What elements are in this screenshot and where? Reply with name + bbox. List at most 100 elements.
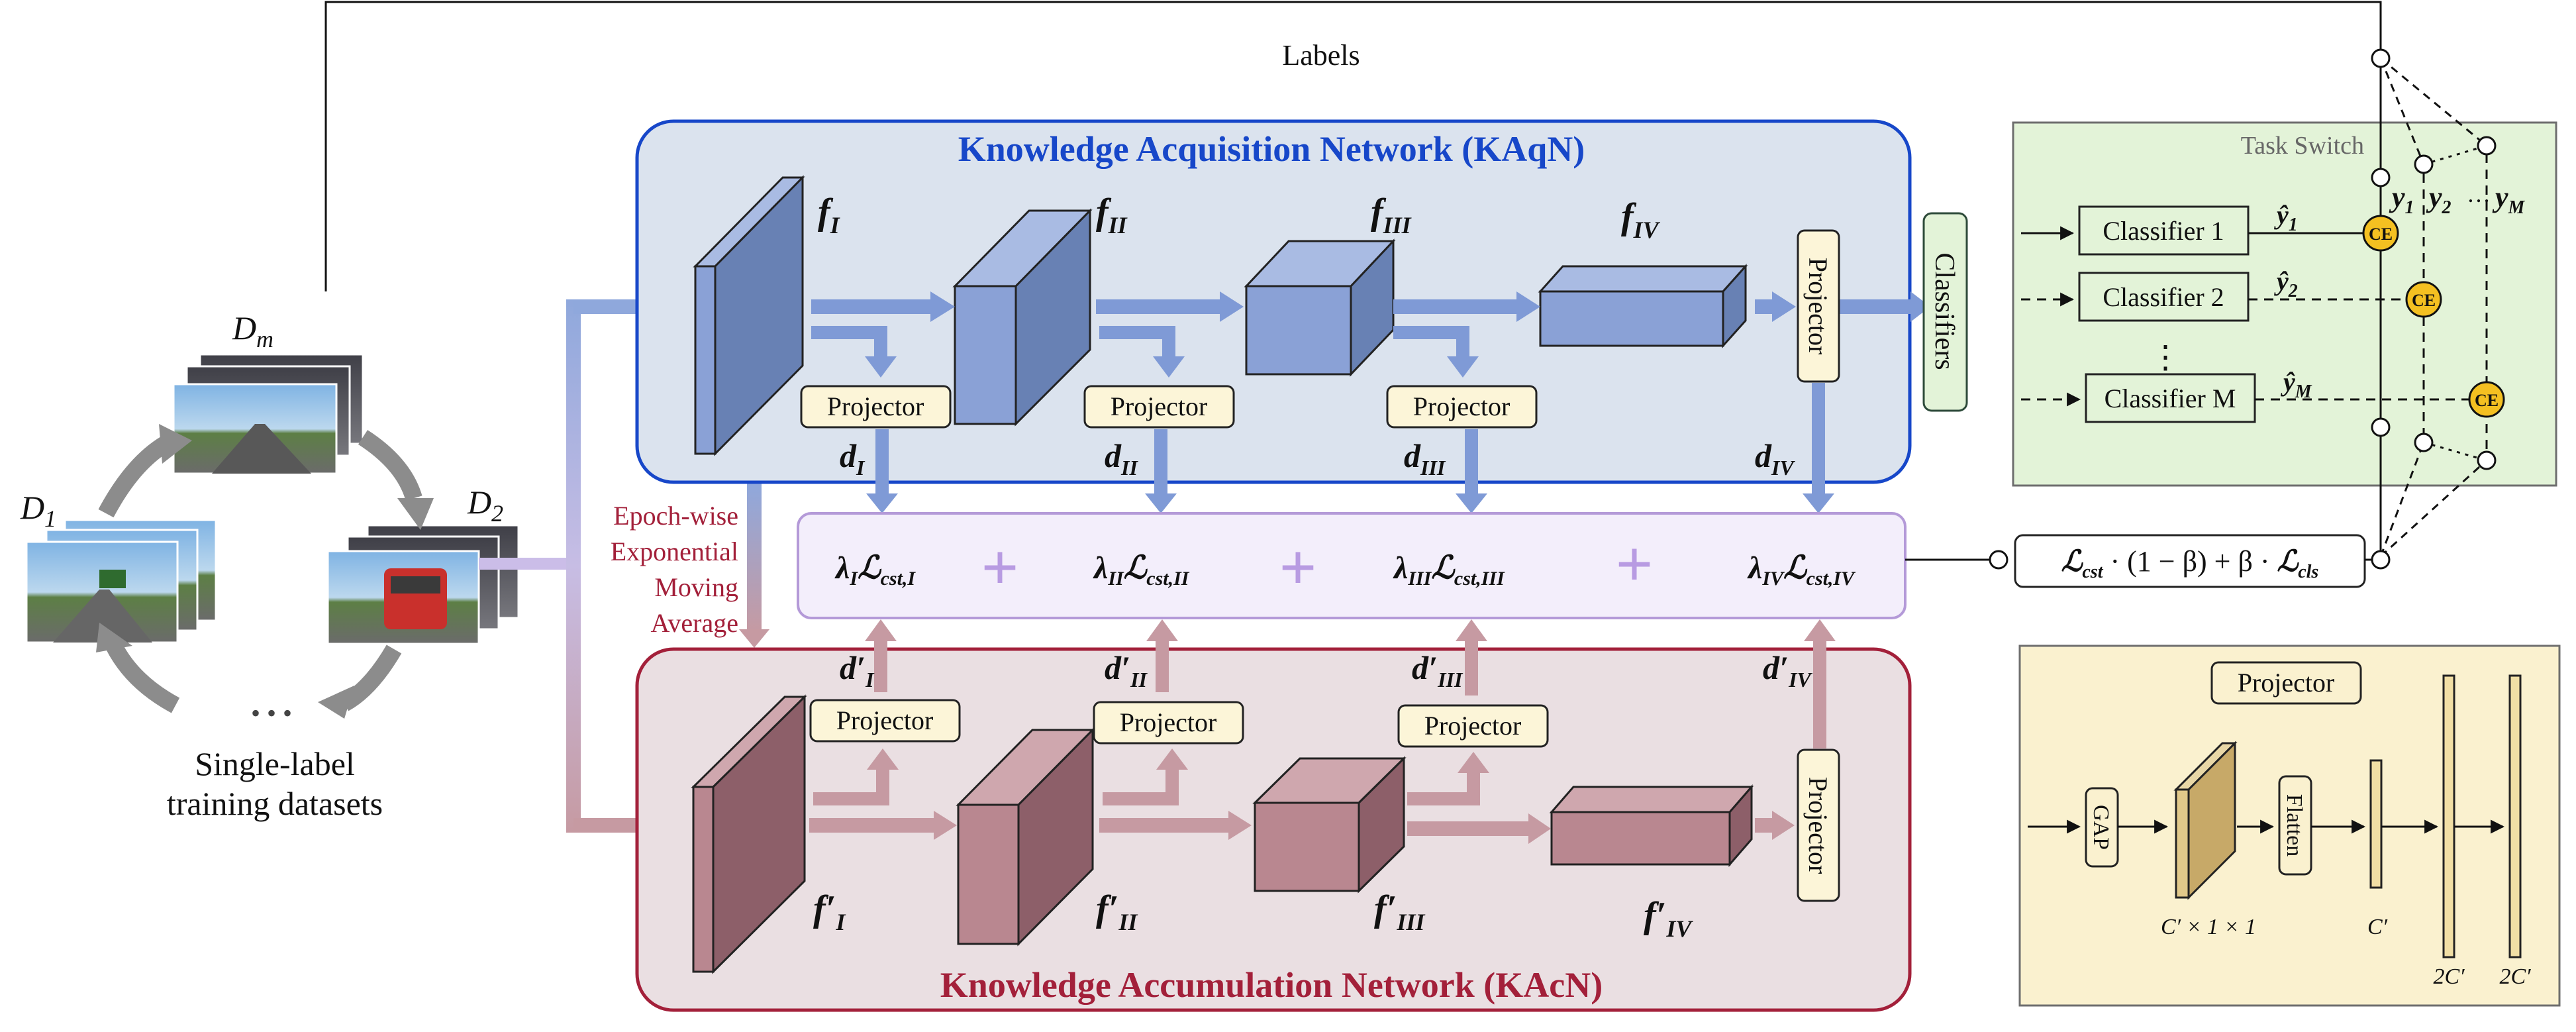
kacn-distill-label-3: d′III [1412, 649, 1463, 692]
kaqn-projector-1: Projector [800, 385, 952, 429]
ema-label: Epoch-wise Exponential Moving Average [611, 501, 738, 638]
ema-arrow [739, 484, 769, 648]
vector-2c-b [2508, 674, 2522, 958]
ce-node-1 [2362, 215, 2399, 252]
dim-label-1: C′ × 1 × 1 [2161, 915, 2256, 939]
total-loss-formula: ℒcst · (1 − β) + β · ℒcls [2061, 545, 2319, 582]
pred-hat-1: ŷ1 [2274, 200, 2298, 235]
kaqn-feature-label-4: fIV [1621, 196, 1661, 243]
classifier-m-label: Classifier M [2105, 384, 2236, 413]
kacn-projector-4-label: Projector [1803, 777, 1833, 874]
loss-box: λIℒcst,I + λIIℒcst,II + λIIIℒcst,III + λ… [797, 512, 1907, 619]
kaqn-to-loss-arrows [866, 383, 1834, 513]
kaqn-projector-2-label: Projector [1111, 391, 1208, 421]
kacn-feature-label-2: f′II [1096, 888, 1138, 935]
kacn-block-1 [691, 694, 807, 974]
ema-line2: Exponential [611, 537, 738, 566]
kacn-title: Knowledge Accumulation Network (KAcN) [940, 965, 1603, 1005]
target-ym: yM [2492, 181, 2526, 218]
loss-plus-2: + [1279, 531, 1317, 604]
ce-label-1: CE [2369, 225, 2393, 244]
projector-feature-block [2173, 741, 2238, 900]
kaqn-projector-4: Projector [1797, 229, 1840, 383]
loss-term-1: λIℒcst,I [834, 550, 916, 590]
dim-label-4: 2C′ [2499, 964, 2531, 989]
vector-c [2369, 759, 2383, 889]
kacn-projector-3-label: Projector [1424, 711, 1522, 741]
kaqn-title: Knowledge Acquisition Network (KAqN) [958, 129, 1585, 169]
kacn-block-3 [1252, 756, 1407, 894]
target-y2: y2 [2426, 181, 2452, 218]
kaqn-distill-label-1: dI [840, 437, 866, 480]
dataset-1-label: D1 [20, 489, 56, 532]
kacn-projector-1-label: Projector [836, 705, 934, 735]
vector-2c-a [2442, 674, 2455, 958]
classifier-row-m: Classifier M ŷM CE [2021, 367, 2505, 423]
kaqn-projector-2: Projector [1083, 385, 1235, 429]
ema-line1: Epoch-wise [613, 501, 738, 531]
loss-plus-1: + [981, 531, 1019, 604]
kacn-flow-arrows [809, 811, 1795, 844]
pred-hat-m: ŷM [2281, 367, 2312, 402]
dataset-m-label: Dm [232, 309, 273, 352]
kacn-projector-1: Projector [809, 699, 961, 743]
dataset-cycle: Dm D1 D2 [20, 309, 520, 822]
loss-connector [1905, 550, 2008, 570]
kacn-block-2 [956, 727, 1095, 947]
kacn-projector-2: Projector [1093, 701, 1244, 745]
classifier-2-label: Classifier 2 [2103, 282, 2224, 312]
task-switch-panel: Task Switch y1 y2 … yM [2012, 48, 2557, 570]
ce-node-2 [2405, 281, 2442, 318]
dim-label-3: 2C′ [2433, 964, 2465, 989]
kacn-distill-label-1: d′I [840, 649, 875, 692]
dataset-m-image-stack [172, 353, 364, 475]
cycle-ellipsis: • • • [251, 698, 292, 728]
classifier-row-1: Classifier 1 ŷ1 CE [2021, 200, 2399, 256]
classifiers-box: Classifiers [1922, 212, 1968, 412]
loss-plus-3: + [1616, 527, 1654, 601]
target-y1: y1 [2389, 181, 2414, 218]
pred-hat-2: ŷ2 [2274, 266, 2298, 301]
cycle-arrowheads [96, 424, 434, 719]
kacn-projector-3: Projector [1397, 704, 1549, 748]
gap-label: GAP [2089, 805, 2113, 850]
flatten-label: Flatten [2282, 794, 2306, 856]
loss-term-3: λIIIℒcst,III [1393, 550, 1505, 590]
ema-line4: Average [651, 608, 739, 638]
kaqn-projector-3: Projector [1386, 385, 1538, 429]
kacn-feature-label-1: f′I [813, 888, 846, 935]
kaqn-block-1 [693, 175, 805, 456]
kacn-branch-arrows [813, 748, 1489, 805]
loss-term-2: λIIℒcst,II [1093, 550, 1190, 590]
dataset-2-label: D2 [467, 484, 503, 527]
kacn-projector-2-label: Projector [1120, 707, 1217, 737]
kaqn-projector-4-label: Projector [1803, 258, 1833, 355]
ema-line3: Moving [654, 572, 738, 602]
target-sep: … [2467, 181, 2491, 207]
loss-term-4: λIVℒcst,IV [1747, 550, 1856, 590]
kaqn-distill-label-4: dIV [1755, 437, 1795, 480]
kacn-feature-label-4: f′IV [1644, 895, 1693, 942]
task-switch-title: Task Switch [2241, 132, 2364, 160]
dataset-1-image-stack [25, 519, 217, 644]
ce-label-m: CE [2475, 391, 2499, 410]
dataset-2-image-stack [326, 524, 520, 645]
classifier-1-label: Classifier 1 [2103, 216, 2224, 246]
classifier-row-2: Classifier 2 ŷ2 CE [2021, 266, 2442, 322]
dim-label-2: C′ [2367, 915, 2388, 939]
ce-node-m [2468, 381, 2505, 418]
kaqn-branch-arrows [811, 326, 1479, 378]
kaqn-distill-label-3: dIII [1404, 437, 1446, 480]
labels-connector: Labels [324, 1, 2382, 291]
labels-text: Labels [1282, 39, 1360, 72]
classifier-vdots: ⋮ [2150, 340, 2181, 375]
classifiers-label: Classifiers [1929, 252, 1959, 370]
projector-detail-title: Projector [2238, 668, 2335, 697]
kacn-distill-label-4: d′IV [1763, 649, 1813, 692]
projector-detail-panel: Projector GAP Flatten C′ × 1 × 1 C′ 2C′ … [2018, 645, 2561, 1007]
ce-label-2: CE [2412, 291, 2436, 310]
kacn-to-loss-arrows [865, 619, 1836, 748]
switch-pivots [2371, 48, 2497, 570]
